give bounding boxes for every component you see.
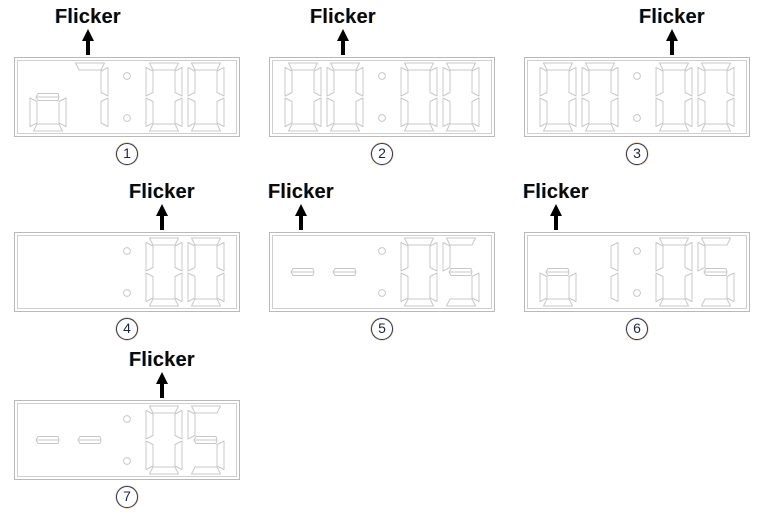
seven-segment-digit-4 (696, 61, 736, 133)
seven-segment-digit-3 (144, 404, 184, 476)
flicker-label-2: Flicker (310, 6, 376, 28)
caption-circle (371, 143, 393, 165)
figure-caption-4: 4 (116, 318, 142, 344)
figure-caption-7: 7 (116, 486, 142, 512)
seven-segment-digit-3 (399, 236, 439, 308)
seven-segment-digit-1 (538, 61, 578, 133)
caption-circle (116, 318, 138, 340)
seven-segment-digit-3 (654, 61, 694, 133)
lcd-screen-2 (272, 60, 492, 134)
flicker-label-6: Flicker (523, 181, 589, 203)
seven-segment-digit-3 (399, 61, 439, 133)
seven-segment-digit-1 (283, 61, 323, 133)
lcd-screen-1 (17, 60, 237, 134)
seven-segment-digit-2 (580, 61, 620, 133)
lcd-panel-1 (14, 57, 240, 137)
caption-circle (116, 143, 138, 165)
seven-segment-digit-2 (325, 61, 365, 133)
caption-number: 4 (123, 320, 131, 336)
lcd-panel-3 (524, 57, 750, 137)
colon-separator (122, 409, 132, 471)
lcd-screen-5 (272, 235, 492, 309)
seven-segment-digit-4 (186, 236, 226, 308)
lcd-panel-6 (524, 232, 750, 312)
seven-segment-digit-3 (654, 236, 694, 308)
caption-number: 5 (378, 320, 386, 336)
lcd-panel-7 (14, 400, 240, 480)
caption-circle (626, 143, 648, 165)
seven-segment-digit-2 (70, 236, 110, 308)
figure-caption-2: 2 (371, 143, 397, 169)
seven-segment-digit-1 (28, 404, 68, 476)
figure-caption-1: 1 (116, 143, 142, 169)
caption-circle (116, 486, 138, 508)
flicker-arrow-6 (548, 204, 564, 230)
seven-segment-digit-1 (538, 236, 578, 308)
seven-segment-digit-4 (186, 61, 226, 133)
figure-caption-3: 3 (626, 143, 652, 169)
seven-segment-digit-3 (144, 61, 184, 133)
lcd-panel-5 (269, 232, 495, 312)
colon-separator (632, 241, 642, 303)
flicker-arrow-2 (335, 29, 351, 55)
flicker-arrow-3 (664, 29, 680, 55)
seven-segment-digit-4 (441, 236, 481, 308)
colon-separator (377, 66, 387, 128)
flicker-arrow-1 (80, 29, 96, 55)
figure-caption-6: 6 (626, 318, 652, 344)
seven-segment-digit-2 (70, 61, 110, 133)
seven-segment-digit-4 (441, 61, 481, 133)
flicker-arrow-5 (293, 204, 309, 230)
flicker-arrow-4 (154, 204, 170, 230)
seven-segment-digit-1 (28, 236, 68, 308)
flicker-label-3: Flicker (639, 6, 705, 28)
caption-number: 2 (378, 145, 386, 161)
seven-segment-digit-2 (580, 236, 620, 308)
seven-segment-digit-4 (186, 404, 226, 476)
flicker-label-5: Flicker (268, 181, 334, 203)
lcd-screen-4 (17, 235, 237, 309)
lcd-panel-4 (14, 232, 240, 312)
colon-separator (122, 66, 132, 128)
flicker-label-1: Flicker (55, 6, 121, 28)
caption-number: 1 (123, 145, 131, 161)
seven-segment-digit-1 (28, 61, 68, 133)
flicker-label-7: Flicker (129, 349, 195, 371)
seven-segment-digit-3 (144, 236, 184, 308)
flicker-label-4: Flicker (129, 181, 195, 203)
caption-number: 7 (123, 488, 131, 504)
seven-segment-digit-1 (283, 236, 323, 308)
colon-separator (122, 241, 132, 303)
colon-separator (377, 241, 387, 303)
lcd-panel-2 (269, 57, 495, 137)
flicker-arrow-7 (154, 372, 170, 398)
lcd-screen-7 (17, 403, 237, 477)
lcd-screen-6 (527, 235, 747, 309)
caption-circle (626, 318, 648, 340)
lcd-screen-3 (527, 60, 747, 134)
caption-number: 3 (633, 145, 641, 161)
caption-circle (371, 318, 393, 340)
colon-separator (632, 66, 642, 128)
seven-segment-digit-2 (325, 236, 365, 308)
seven-segment-digit-2 (70, 404, 110, 476)
caption-number: 6 (633, 320, 641, 336)
seven-segment-digit-4 (696, 236, 736, 308)
figure-caption-5: 5 (371, 318, 397, 344)
